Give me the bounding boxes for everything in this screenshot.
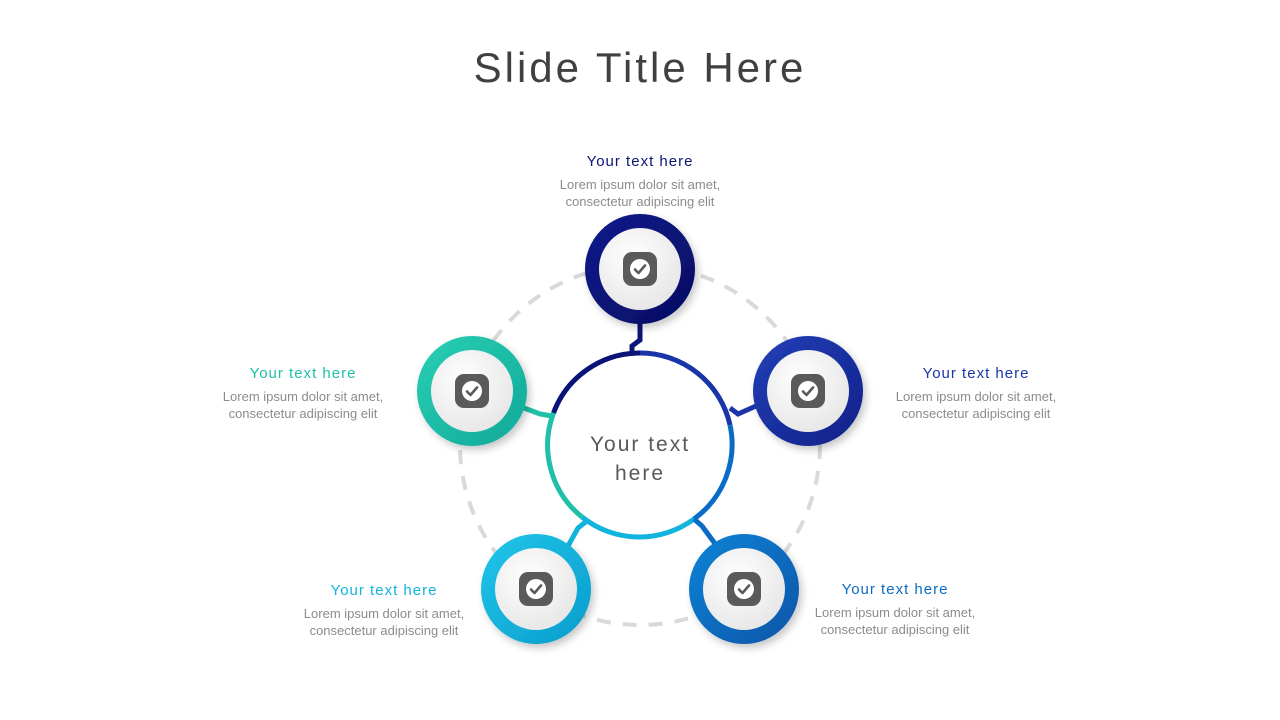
check-icon <box>623 252 657 286</box>
inner-ring-arc-3 <box>692 424 735 522</box>
label-body: Lorem ipsum dolor sit amet, consectetur … <box>814 605 976 637</box>
label-heading: Your text here <box>586 153 694 170</box>
label-top: Your text here Lorem ipsum dolor sit ame… <box>520 153 760 210</box>
check-icon <box>791 374 825 408</box>
check-icon <box>727 572 761 606</box>
label-right: Your text here Lorem ipsum dolor sit ame… <box>856 365 1096 422</box>
dashed-outer-ring <box>458 263 822 627</box>
inner-ring-arc-1 <box>551 350 641 414</box>
inner-ring-arc-4 <box>580 515 696 540</box>
check-icon <box>519 572 553 606</box>
slide-title: Slide Title Here <box>473 44 807 91</box>
center-text: Your text here <box>589 433 691 485</box>
connector-bottom-right <box>692 517 719 547</box>
label-heading: Your text here <box>249 365 357 382</box>
label-heading: Your text here <box>330 582 438 599</box>
connector-top <box>629 320 643 354</box>
inner-ring <box>545 350 735 540</box>
label-bottom-left: Your text here Lorem ipsum dolor sit ame… <box>264 582 504 639</box>
label-left: Your text here Lorem ipsum dolor sit ame… <box>183 365 423 422</box>
label-bottom-right: Your text here Lorem ipsum dolor sit ame… <box>775 581 1015 638</box>
label-heading: Your text here <box>922 365 1030 382</box>
connectors <box>523 320 758 548</box>
connector-right <box>728 403 758 417</box>
connector-bottom-left <box>565 518 590 548</box>
inner-ring-arc-5 <box>545 412 584 519</box>
label-body: Lorem ipsum dolor sit amet, consectetur … <box>559 177 721 209</box>
label-body: Lorem ipsum dolor sit amet, consectetur … <box>895 389 1057 421</box>
label-heading: Your text here <box>841 581 949 598</box>
connector-left <box>523 405 553 419</box>
inner-ring-arc-2 <box>639 350 733 426</box>
check-icon <box>455 374 489 408</box>
label-body: Lorem ipsum dolor sit amet, consectetur … <box>303 606 465 638</box>
label-body: Lorem ipsum dolor sit amet, consectetur … <box>222 389 384 421</box>
